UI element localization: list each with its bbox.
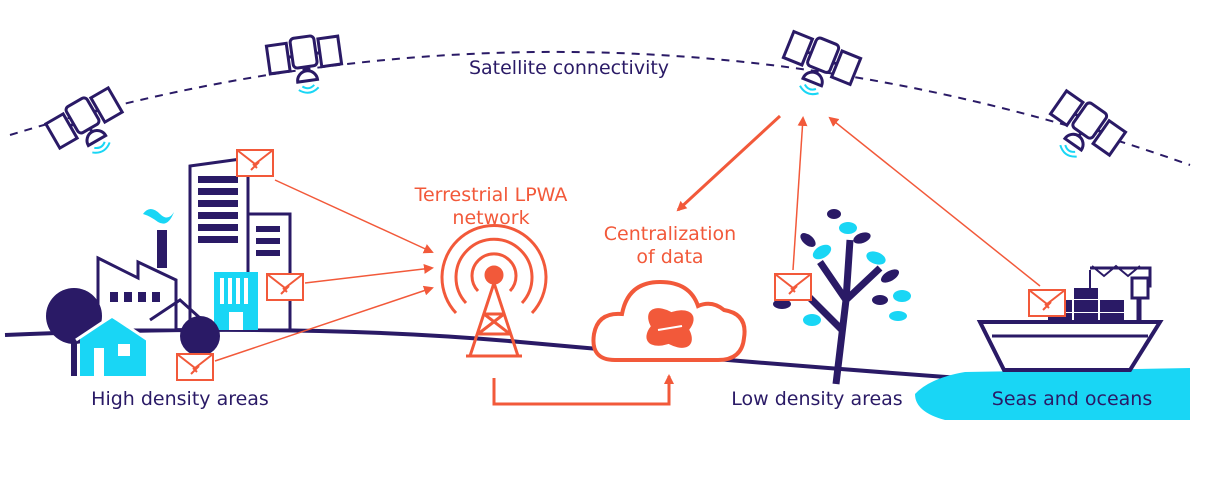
sea-area — [915, 368, 1190, 420]
arrow-city-to-antenna — [304, 263, 434, 284]
house-icon — [75, 314, 149, 376]
seas-label: Seas and oceans — [992, 388, 1152, 410]
cargo-ship-icon — [976, 264, 1164, 372]
envelope-icon — [774, 273, 812, 301]
radio-tower-icon — [440, 224, 548, 358]
arrow-envelope-to-satellite — [792, 116, 808, 271]
lpwa-label-line2: network — [452, 207, 529, 229]
envelope-icon — [266, 273, 304, 301]
satellite-label: Satellite connectivity — [469, 57, 669, 79]
building-icon — [188, 156, 292, 332]
arrow-antenna-to-cloud — [492, 374, 674, 406]
arrow-ship-to-satellite — [828, 116, 1041, 287]
lpwa-label-line1: Terrestrial LPWA — [414, 184, 568, 206]
low-density-label: Low density areas — [731, 388, 902, 410]
centralization-label-line1: Centralization — [604, 223, 736, 245]
arrow-satellite-to-cloud — [676, 114, 782, 212]
cloud-icon — [591, 279, 747, 362]
envelope-icon — [1028, 289, 1066, 317]
high-density-label: High density areas — [91, 388, 269, 410]
arrow-city-to-antenna — [274, 179, 434, 254]
satellite-icon — [1035, 86, 1130, 177]
satellite-icon — [42, 82, 136, 171]
centralization-label-line2: of data — [636, 246, 703, 268]
arrow-city-to-antenna — [214, 285, 434, 362]
envelope-icon — [236, 149, 274, 177]
tree-icon — [773, 209, 911, 385]
envelope-icon — [176, 353, 214, 381]
satellite-icon — [264, 30, 347, 100]
ground-line — [4, 327, 961, 380]
